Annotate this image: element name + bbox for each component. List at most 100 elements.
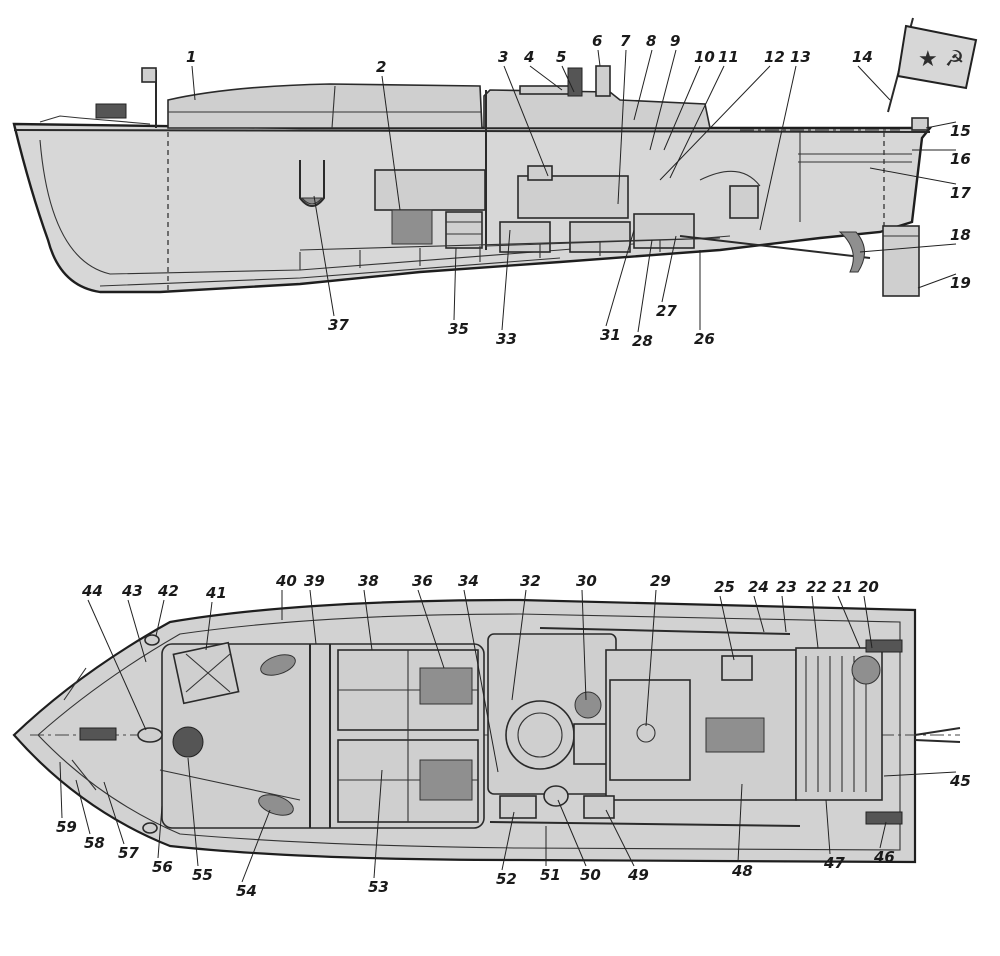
leader-line-43: [127, 599, 147, 663]
plan-label-34: 34: [458, 572, 479, 590]
leader-line-22: [811, 595, 819, 649]
leader-line-24: [753, 595, 765, 633]
plan-label-39: 39: [304, 572, 325, 590]
leader-line-3: [503, 65, 549, 177]
leader-line-27: [661, 235, 677, 303]
leader-line-14: [857, 65, 891, 101]
side-label-16: 16: [950, 150, 971, 168]
plan-label-51: 51: [540, 866, 561, 884]
plan-label-49: 49: [627, 866, 649, 884]
plan-capstan: [172, 726, 204, 758]
side-tank-2: [374, 169, 486, 211]
side-label-8: 8: [646, 32, 656, 50]
leader-line-29: [645, 589, 657, 727]
plan-label-43: 43: [121, 582, 143, 600]
plan-label-54: 54: [236, 882, 257, 900]
leader-line-49: [605, 809, 635, 867]
leader-line-7: [617, 49, 627, 205]
leader-line-41: [205, 601, 213, 651]
side-label-10: 10: [694, 48, 715, 66]
leader-line-35: [453, 247, 457, 321]
leader-line-4: [529, 65, 563, 91]
side-label-13: 13: [790, 48, 811, 66]
plan-label-56: 56: [152, 858, 173, 876]
side-propeller: [838, 231, 865, 273]
leader-line-2: [381, 75, 401, 211]
leader-line-46: [879, 821, 887, 849]
leader-line-20: [863, 595, 873, 649]
plan-label-50: 50: [580, 866, 601, 884]
leader-line-59: [59, 761, 63, 819]
plan-label-57: 57: [118, 844, 139, 862]
side-label-31: 31: [600, 326, 621, 344]
side-label-27: 27: [656, 302, 677, 320]
leader-line-12: [659, 65, 771, 181]
plan-label-55: 55: [192, 866, 213, 884]
leaders: [59, 49, 957, 883]
leader-line-47: [825, 799, 831, 855]
side-tank-37: [299, 160, 325, 207]
leader-line-39: [309, 589, 317, 645]
plan-label-41: 41: [205, 584, 227, 602]
leader-line-48: [737, 783, 743, 863]
side-label-14: 14: [852, 48, 873, 66]
side-rudder: [882, 225, 920, 297]
plan-label-32: 32: [520, 572, 541, 590]
side-keel-inner: [39, 139, 731, 275]
plan-label-45: 45: [949, 772, 971, 790]
flag-symbols: ★ ☭: [918, 47, 964, 72]
leader-line-38: [363, 589, 373, 651]
leader-line-13: [759, 65, 797, 231]
plan-aft-grating: [795, 647, 883, 801]
leader-line-42: [155, 599, 165, 637]
leader-line-15: [925, 121, 957, 129]
plan-hatch-41: [172, 641, 240, 705]
plan-engine-hatch: [505, 700, 575, 770]
side-label-18: 18: [950, 226, 971, 244]
side-label-28: 28: [632, 332, 653, 350]
side-label-1: 1: [186, 48, 196, 66]
leader-line-45: [883, 771, 957, 777]
side-label-3: 3: [498, 48, 508, 66]
side-label-6: 6: [592, 32, 602, 50]
leader-line-25: [719, 595, 735, 661]
side-label-26: 26: [694, 330, 715, 348]
side-engine-3: [517, 175, 629, 219]
leader-line-23: [781, 595, 787, 633]
plan-label-53: 53: [368, 878, 389, 896]
flag: [896, 24, 978, 90]
leader-line-18: [859, 243, 957, 253]
plan-label-42: 42: [157, 582, 179, 600]
plan-label-30: 30: [576, 572, 597, 590]
plan-label-47: 47: [823, 854, 845, 872]
side-label-11: 11: [718, 48, 739, 66]
plan-label-44: 44: [81, 582, 103, 600]
side-label-37: 37: [328, 316, 349, 334]
side-label-9: 9: [670, 32, 680, 50]
leader-line-58: [75, 779, 91, 835]
leader-line-54: [241, 809, 271, 883]
side-prop-shaft: [679, 235, 871, 259]
leader-line-6: [597, 49, 601, 67]
leader-line-32: [511, 589, 527, 701]
side-label-7: 7: [620, 32, 631, 50]
leader-line-31: [605, 229, 635, 327]
leader-line-8: [633, 49, 653, 121]
leader-line-44: [87, 599, 147, 731]
leader-line-33: [501, 229, 511, 331]
plan-label-46: 46: [873, 848, 895, 866]
leader-line-57: [103, 781, 125, 845]
leader-line-17: [869, 167, 957, 185]
side-label-15: 15: [950, 122, 971, 140]
plan-view: [12, 598, 961, 864]
plan-label-24: 24: [748, 578, 769, 596]
side-label-12: 12: [764, 48, 785, 66]
plan-label-58: 58: [84, 834, 105, 852]
plan-label-48: 48: [731, 862, 753, 880]
side-label-17: 17: [950, 184, 971, 202]
side-label-2: 2: [376, 58, 386, 76]
side-label-35: 35: [448, 320, 469, 338]
side-label-4: 4: [523, 48, 534, 66]
